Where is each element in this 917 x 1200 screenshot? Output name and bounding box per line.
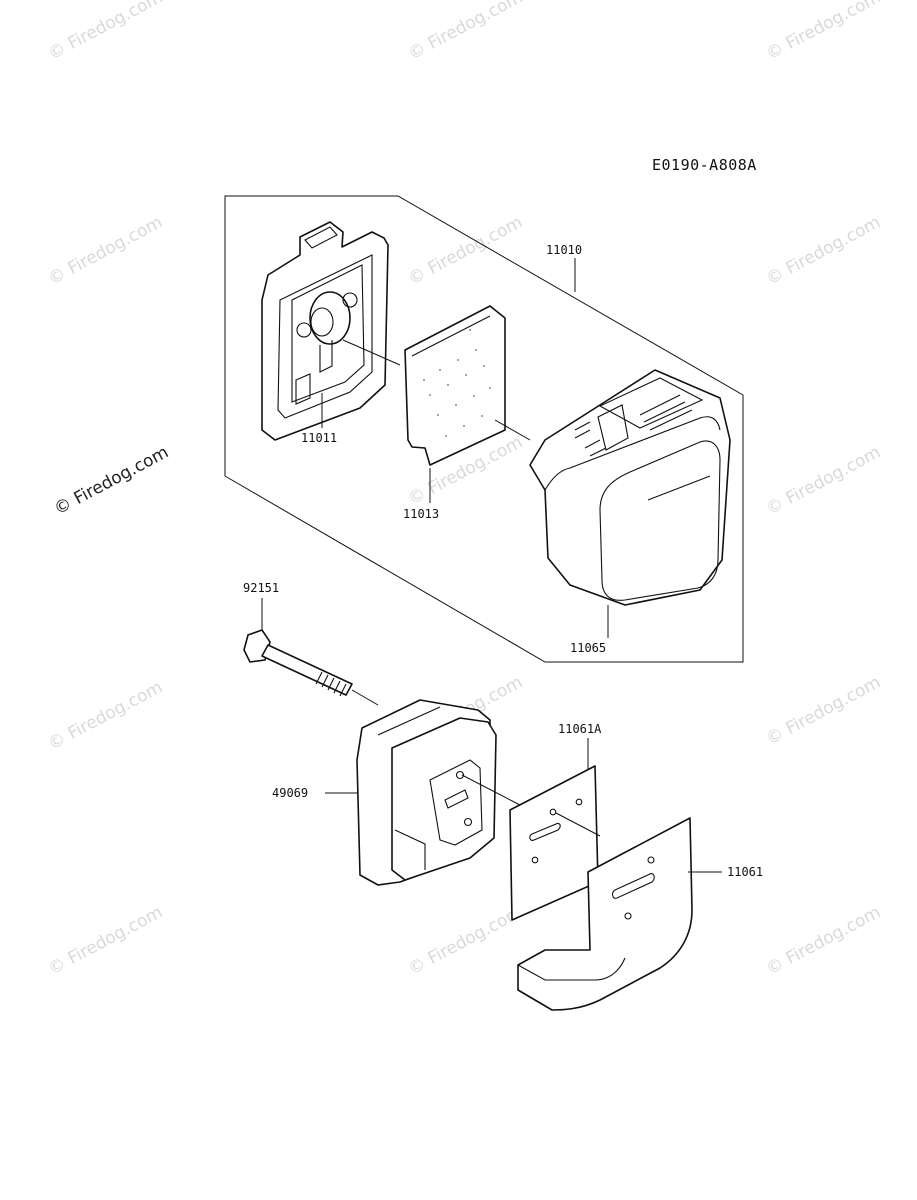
label-gasket: 11061A <box>558 722 602 736</box>
svg-text:© Firedog.com: © Firedog.com <box>763 212 884 289</box>
svg-text:© Firedog.com: © Firedog.com <box>45 212 166 289</box>
muffler <box>356 699 497 886</box>
air-element <box>404 305 506 466</box>
svg-text:© Firedog.com: © Firedog.com <box>763 672 884 749</box>
label-muffler: 49069 <box>272 786 308 800</box>
svg-text:© Firedog.com: © Firedog.com <box>763 442 884 519</box>
svg-text:© Firedog.com: © Firedog.com <box>405 902 526 979</box>
svg-text:© Firedog.com: © Firedog.com <box>405 212 526 289</box>
leader-lines <box>261 258 722 873</box>
svg-text:© Firedog.com: © Firedog.com <box>45 677 166 754</box>
heat-plate <box>517 817 693 1011</box>
diagram-code: E0190-A808A <box>652 156 757 174</box>
air-cleaner-case <box>261 221 389 441</box>
label-cover: 11065 <box>570 641 606 655</box>
svg-text:© Firedog.com: © Firedog.com <box>763 0 884 64</box>
label-assembly: 11010 <box>546 243 582 257</box>
svg-text:© Firedog.com: © Firedog.com <box>45 0 166 64</box>
label-element: 11013 <box>403 507 439 521</box>
gasket <box>509 765 599 921</box>
svg-text:© Firedog.com: © Firedog.com <box>45 902 166 979</box>
svg-text:© Firedog.com: © Firedog.com <box>405 0 526 64</box>
label-bolt: 92151 <box>243 581 279 595</box>
air-cleaner-cover <box>529 369 731 606</box>
label-case: 11011 <box>301 431 337 445</box>
svg-text:© Firedog.com: © Firedog.com <box>763 902 884 979</box>
assembly-box <box>224 195 744 663</box>
bolt <box>243 629 353 697</box>
label-plate: 11061 <box>727 865 763 879</box>
copyright-watermark: © Firedog.com <box>51 442 172 519</box>
